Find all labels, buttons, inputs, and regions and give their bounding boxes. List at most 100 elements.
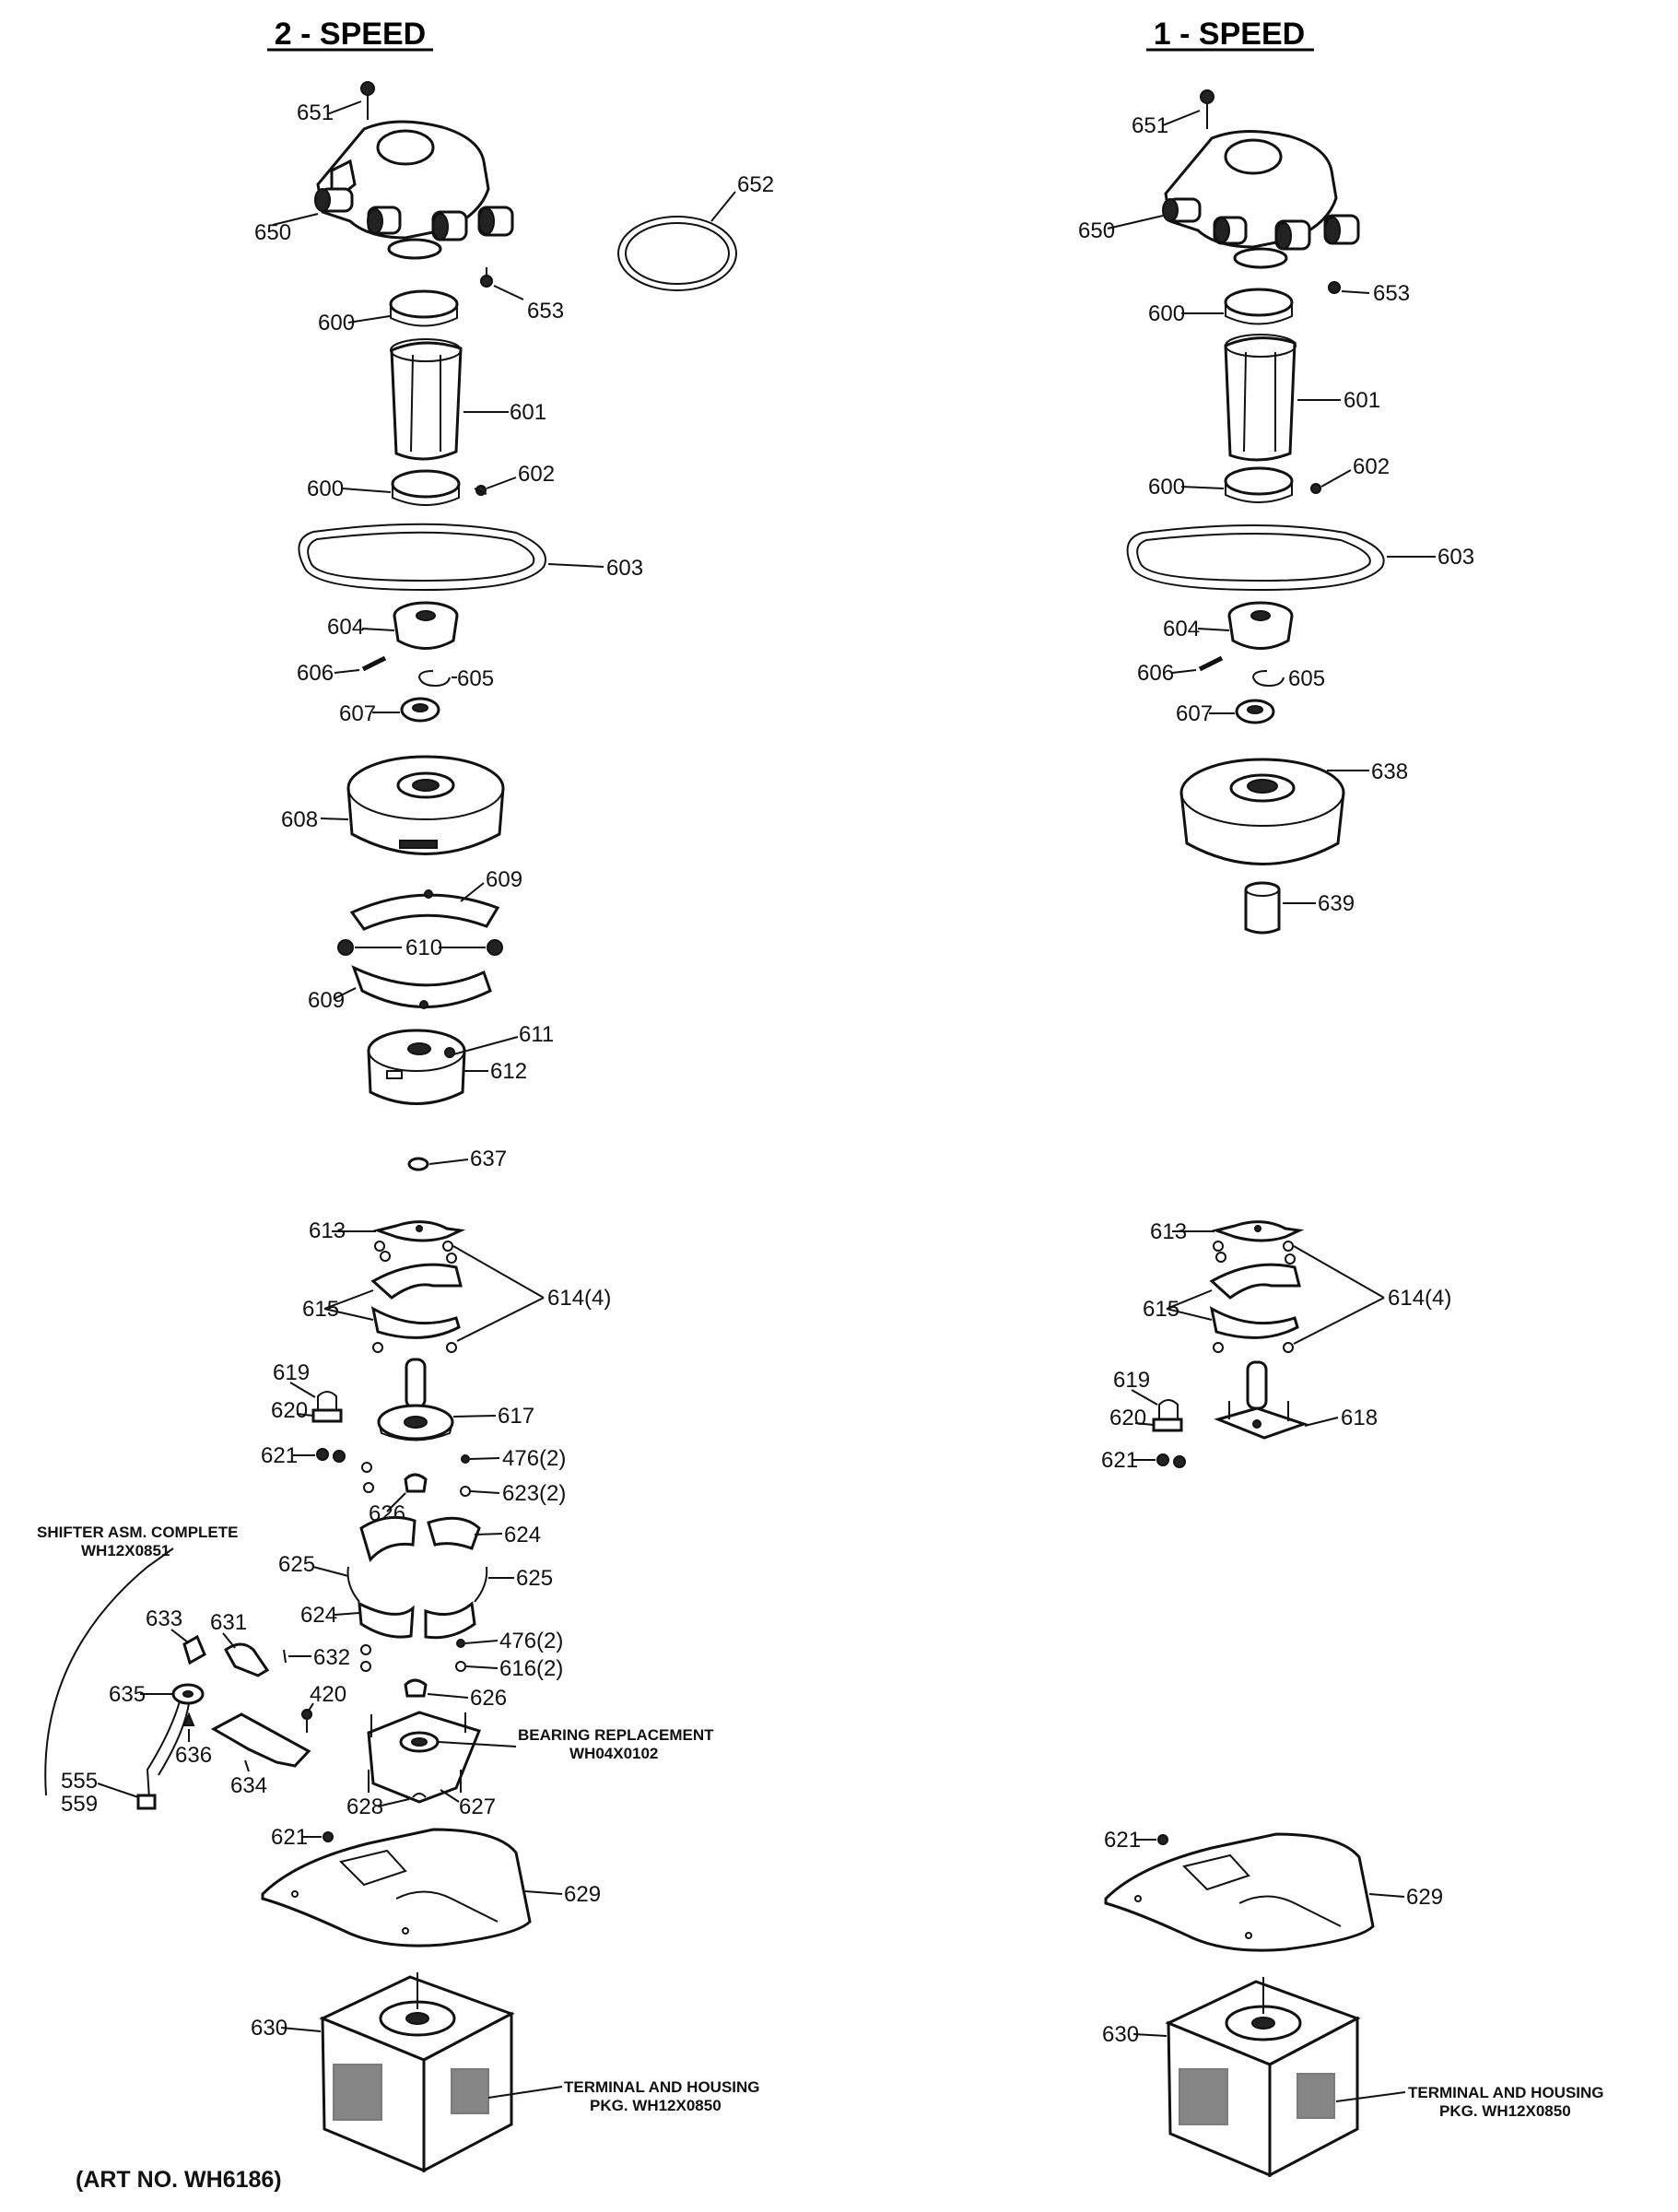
retaining-ring-605-r — [1251, 670, 1285, 688]
callout-476-upper: 476(2) — [502, 1446, 566, 1471]
shaft-618 — [1214, 1360, 1308, 1440]
spacer-626-lower — [404, 1678, 428, 1698]
u-bolt-619-r — [1152, 1399, 1183, 1432]
callout-651-r: 651 — [1132, 113, 1168, 138]
callout-559: 559 — [61, 1792, 98, 1817]
clip-628 — [412, 1793, 427, 1798]
callout-616: 616(2) — [499, 1656, 563, 1681]
callout-606-r: 606 — [1137, 661, 1174, 686]
callout-607: 607 — [339, 701, 376, 726]
callout-611: 611 — [519, 1022, 554, 1047]
drive-belt-652 — [617, 216, 737, 291]
callout-632: 632 — [313, 1645, 350, 1670]
callout-623: 623(2) — [502, 1481, 566, 1506]
note-bearing-replacement: BEARING REPLACEMENT — [518, 1726, 714, 1744]
callout-600-lower: 600 — [307, 477, 344, 501]
callout-635: 635 — [109, 1682, 146, 1707]
shifter-parts — [136, 1634, 312, 1810]
callout-601-r: 601 — [1344, 388, 1380, 413]
callout-608: 608 — [281, 807, 318, 832]
callout-600-lower-r: 600 — [1148, 475, 1185, 500]
screw-653-r — [1328, 281, 1341, 294]
bearing-607 — [400, 697, 440, 723]
callout-639-r: 639 — [1318, 891, 1355, 916]
callout-617: 617 — [498, 1404, 534, 1429]
callout-613-r: 613 — [1150, 1219, 1187, 1244]
roll-pin-606 — [361, 655, 387, 672]
callout-650-r: 650 — [1078, 218, 1115, 243]
callout-630-r: 630 — [1102, 2022, 1139, 2047]
callout-626-lower: 626 — [470, 1686, 507, 1711]
callout-615-r: 615 — [1143, 1297, 1179, 1322]
callout-624-upper: 624 — [504, 1523, 541, 1547]
washer-616 — [455, 1661, 466, 1672]
callout-612: 612 — [490, 1059, 527, 1084]
bracket-613-r — [1211, 1220, 1305, 1242]
shifter-bracket-line — [44, 1547, 174, 1796]
callout-619: 619 — [273, 1360, 310, 1385]
callout-630: 630 — [251, 2016, 287, 2041]
note-terminal-housing-right-part: PKG. WH12X0850 — [1439, 2102, 1571, 2120]
callout-603: 603 — [606, 556, 643, 581]
note-shifter-assembly-part: WH12X0851 — [81, 1542, 170, 1559]
screw-602-r — [1310, 483, 1321, 494]
callout-634: 634 — [230, 1773, 267, 1798]
motor-630-r — [1165, 1977, 1361, 2178]
callout-604: 604 — [327, 615, 364, 640]
note-bearing-replacement-part: WH04X0102 — [569, 1745, 658, 1762]
callout-628: 628 — [346, 1794, 383, 1819]
callout-602-r: 602 — [1353, 454, 1390, 479]
callout-620-r: 620 — [1109, 1406, 1146, 1430]
callout-624-lower: 624 — [300, 1603, 337, 1628]
heading-1-speed: 1 - SPEED — [1154, 17, 1305, 52]
callout-619-r: 619 — [1113, 1368, 1150, 1393]
springs-610 — [337, 939, 503, 956]
pump-650-r — [1162, 130, 1360, 269]
sleeve-639 — [1244, 881, 1281, 935]
hose-clamp-600-lower-r — [1224, 466, 1294, 503]
callout-636: 636 — [175, 1743, 212, 1768]
callout-629: 629 — [564, 1882, 601, 1907]
callout-555: 555 — [61, 1769, 98, 1794]
magnets-615-r — [1209, 1241, 1301, 1353]
callout-633: 633 — [146, 1606, 182, 1631]
callout-653-r: 653 — [1373, 281, 1410, 306]
callout-621-lower: 621 — [271, 1825, 308, 1850]
bearing-607-r — [1235, 699, 1275, 724]
mounting-plate-629-r — [1104, 1832, 1375, 1952]
pulley-604 — [393, 601, 459, 650]
hose-clamp-600-lower — [391, 469, 461, 506]
callout-650: 650 — [254, 220, 291, 245]
note-terminal-housing-right: TERMINAL AND HOUSING — [1408, 2084, 1604, 2101]
roll-pin-606-r — [1198, 655, 1224, 672]
washer-623 — [460, 1486, 471, 1497]
callout-609-upper: 609 — [486, 867, 522, 892]
bracket-613 — [372, 1220, 466, 1242]
callout-652: 652 — [737, 172, 774, 197]
callout-602: 602 — [518, 462, 555, 487]
clutch-shoe-609-lower — [351, 965, 492, 1009]
callout-651: 651 — [297, 100, 334, 125]
callout-609-lower: 609 — [308, 988, 345, 1013]
callout-420: 420 — [310, 1682, 346, 1707]
callout-613: 613 — [309, 1218, 346, 1243]
callout-615: 615 — [302, 1297, 339, 1322]
callout-600-upper: 600 — [318, 311, 355, 335]
spacer-626-upper — [404, 1473, 428, 1493]
hose-clamp-600-upper — [389, 289, 459, 327]
screw-476-upper — [461, 1454, 470, 1464]
callout-607-r: 607 — [1176, 701, 1213, 726]
callout-600-upper-r: 600 — [1148, 301, 1185, 326]
washer-626-b — [363, 1482, 374, 1493]
callout-618-r: 618 — [1341, 1406, 1378, 1430]
hose-601-r — [1224, 334, 1297, 462]
callout-605-r: 605 — [1288, 666, 1325, 691]
clutch-arm-624-625 — [346, 1515, 488, 1640]
retaining-ring-605 — [417, 670, 451, 688]
mounting-plate-629 — [261, 1828, 532, 1947]
nut-621-lower — [323, 1831, 334, 1842]
u-bolt-619 — [311, 1391, 343, 1423]
callout-606: 606 — [297, 661, 334, 686]
screw-476-lower — [456, 1639, 465, 1648]
washer-lower-a — [360, 1644, 371, 1655]
